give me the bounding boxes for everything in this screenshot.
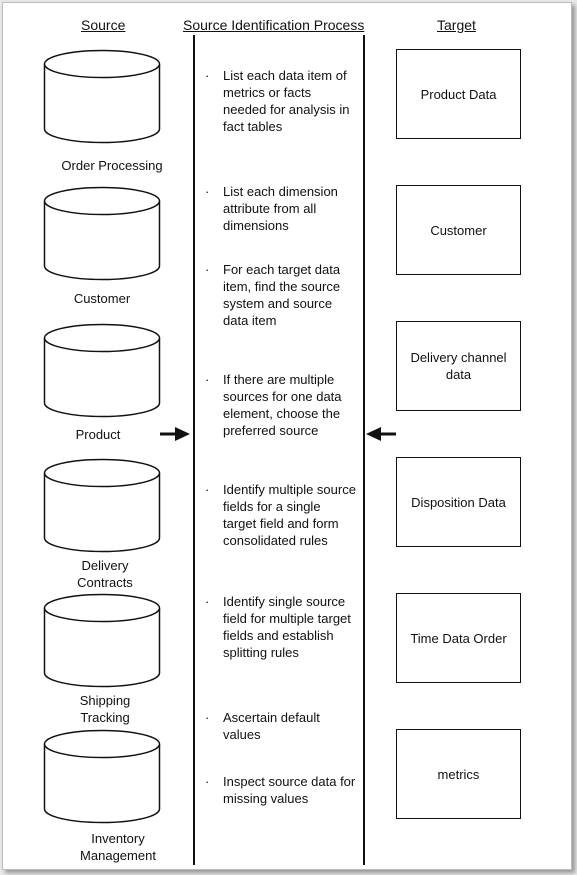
source-label-delivery-contracts: Delivery Contracts — [77, 558, 133, 590]
process-step: · Identify single source field for multi… — [205, 593, 357, 661]
source-label-inventory-management: Inventory Management — [80, 831, 156, 863]
process-step-text: List each data item of metrics or facts … — [223, 68, 350, 134]
process-step: · Ascertain default values — [205, 709, 357, 743]
source-label-shipping-tracking: Shipping Tracking — [79, 693, 131, 725]
bullet: · — [205, 710, 210, 725]
source-label-order-processing: Order Processing — [61, 158, 163, 173]
target-label: Customer — [430, 222, 487, 238]
database-icon-inventory-management — [43, 729, 161, 824]
process-step: · List each dimension attribute from all… — [205, 183, 357, 234]
database-icon-shipping-tracking — [43, 593, 161, 688]
right-arrow-icon — [160, 427, 190, 441]
target-label: Product Data — [420, 86, 497, 102]
bullet: · — [205, 774, 210, 789]
process-step: · Inspect source data for missing values — [205, 773, 357, 807]
target-label: Time Data Order — [410, 630, 507, 646]
right-divider — [363, 35, 365, 865]
process-step: · Identify multiple source fields for a … — [205, 481, 357, 549]
process-step-text: Identify single source field for multipl… — [223, 594, 351, 660]
diagram-canvas: Source Source Identification Process Tar… — [2, 2, 572, 870]
target-label: Disposition Data — [411, 494, 506, 510]
target-label: Delivery channel data — [410, 350, 507, 382]
process-step: · List each data item of metrics or fact… — [205, 67, 357, 135]
process-step: · If there are multiple sources for one … — [205, 371, 357, 439]
target-label: metrics — [437, 766, 480, 782]
process-step-text: If there are multiple sources for one da… — [223, 372, 342, 438]
target-box-delivery-channel-data: Delivery channel data — [396, 321, 521, 411]
process-step-text: Ascertain default values — [223, 710, 320, 742]
bullet: · — [205, 184, 210, 199]
bullet: · — [205, 372, 210, 387]
process-header: Source Identification Process — [183, 17, 365, 33]
target-header: Target — [437, 17, 476, 33]
target-box-product-data: Product Data — [396, 49, 521, 139]
bullet: · — [205, 262, 210, 277]
source-header: Source — [81, 17, 126, 33]
target-box-time-data-order: Time Data Order — [396, 593, 521, 683]
process-step-text: Inspect source data for missing values — [223, 774, 356, 806]
bullet: · — [205, 594, 210, 609]
process-step-text: List each dimension attribute from all d… — [223, 184, 338, 233]
database-icon-delivery-contracts — [43, 458, 161, 553]
left-divider — [193, 35, 195, 865]
database-icon-product — [43, 323, 161, 418]
target-box-disposition-data: Disposition Data — [396, 457, 521, 547]
target-box-metrics: metrics — [396, 729, 521, 819]
left-arrow-icon — [366, 427, 396, 441]
target-box-customer: Customer — [396, 185, 521, 275]
database-icon-customer — [43, 186, 161, 281]
source-label-product: Product — [75, 427, 121, 442]
process-step: · For each target data item, find the so… — [205, 261, 357, 329]
database-icon-order-processing — [43, 49, 161, 144]
process-step-text: For each target data item, find the sour… — [223, 262, 341, 328]
source-label-customer: Customer — [73, 291, 131, 306]
process-step-text: Identify multiple source fields for a si… — [223, 482, 356, 548]
bullet: · — [205, 68, 210, 83]
bullet: · — [205, 482, 210, 497]
